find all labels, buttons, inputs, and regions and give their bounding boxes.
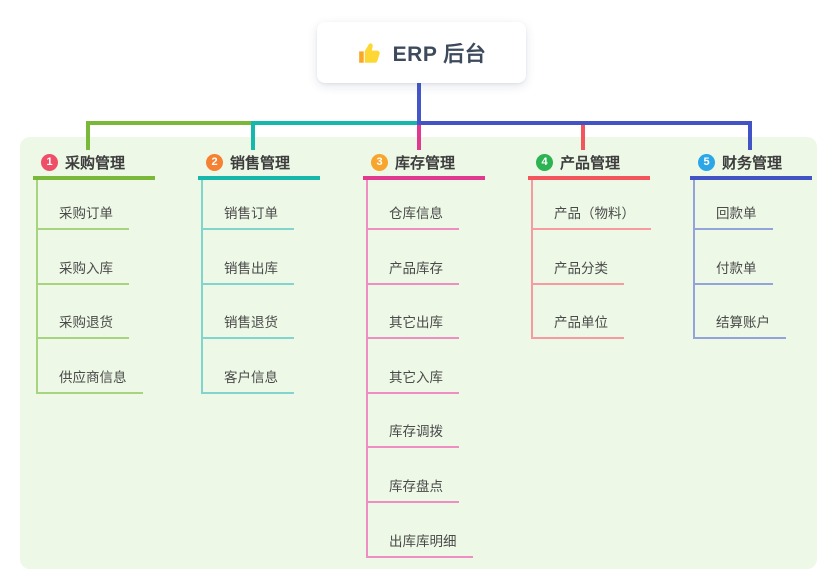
connector-drop xyxy=(581,121,585,150)
connector-drop xyxy=(748,121,752,150)
root-node[interactable]: ERP 后台 xyxy=(317,22,526,83)
child-label: 采购订单 xyxy=(59,206,113,221)
child-label: 产品单位 xyxy=(554,315,608,331)
branch-label: 销售管理 xyxy=(230,155,291,172)
branch-label: 产品管理 xyxy=(560,155,621,172)
child-label: 库存调拨 xyxy=(389,424,443,440)
child-label: 其它出库 xyxy=(389,315,443,331)
child-label: 结算账户 xyxy=(716,315,770,331)
connector-bus-segment xyxy=(417,121,752,125)
branch-node-3[interactable]: 3 库存管理 xyxy=(363,149,485,180)
child-node[interactable]: 库存调拨 xyxy=(366,423,459,449)
branch-trunk-line xyxy=(531,180,533,340)
branch-label: 财务管理 xyxy=(722,155,783,172)
child-label: 其它入库 xyxy=(389,369,443,385)
branch-trunk-line xyxy=(693,180,695,340)
child-node[interactable]: 产品分类 xyxy=(531,260,624,285)
child-node[interactable]: 其它出库 xyxy=(366,314,459,340)
connector-drop xyxy=(251,121,255,150)
child-label: 库存盘点 xyxy=(389,479,443,494)
child-node[interactable]: 供应商信息 xyxy=(36,369,143,394)
child-node[interactable]: 采购入库 xyxy=(36,260,129,285)
child-node[interactable]: 付款单 xyxy=(693,260,773,285)
mindmap-canvas xyxy=(20,137,817,569)
child-node[interactable]: 采购订单 xyxy=(36,205,129,230)
thumbs-up-icon xyxy=(358,42,380,63)
child-node[interactable]: 仓库信息 xyxy=(366,205,459,230)
root-title: ERP 后台 xyxy=(392,42,487,66)
child-node[interactable]: 回款单 xyxy=(693,205,773,230)
branch-trunk-line xyxy=(366,180,368,558)
child-node[interactable]: 客户信息 xyxy=(201,369,294,394)
branch-node-2[interactable]: 2 销售管理 xyxy=(198,149,320,180)
child-node[interactable]: 产品单位 xyxy=(531,314,624,340)
branch-number-badge: 1 xyxy=(41,154,58,171)
child-label: 客户信息 xyxy=(224,369,278,385)
child-node[interactable]: 销售退货 xyxy=(201,314,294,340)
child-node[interactable]: 结算账户 xyxy=(693,314,786,340)
child-node[interactable]: 销售订单 xyxy=(201,205,294,230)
branch-number-badge: 3 xyxy=(371,154,388,171)
child-label: 供应商信息 xyxy=(59,369,127,385)
connector-bus-segment xyxy=(251,121,421,125)
child-label: 产品分类 xyxy=(554,260,608,276)
child-label: 销售出库 xyxy=(224,260,278,276)
child-label: 采购入库 xyxy=(59,260,113,276)
child-node[interactable]: 出库库明细 xyxy=(366,533,473,558)
branch-node-5[interactable]: 5 财务管理 xyxy=(690,149,812,180)
child-label: 仓库信息 xyxy=(389,206,443,221)
child-node[interactable]: 销售出库 xyxy=(201,260,294,285)
branch-node-1[interactable]: 1 采购管理 xyxy=(33,149,155,180)
branch-label: 库存管理 xyxy=(395,155,456,172)
branch-number-badge: 4 xyxy=(536,154,553,171)
branch-trunk-line xyxy=(36,180,38,394)
child-label: 出库库明细 xyxy=(389,533,457,549)
branch-trunk-line xyxy=(201,180,203,394)
branch-number-badge: 5 xyxy=(698,154,715,171)
root-stem xyxy=(417,83,421,125)
branch-node-4[interactable]: 4 产品管理 xyxy=(528,149,650,180)
child-label: 回款单 xyxy=(716,206,757,221)
child-node[interactable]: 产品库存 xyxy=(366,260,459,285)
child-label: 产品（物料） xyxy=(554,206,635,221)
branch-label: 采购管理 xyxy=(65,155,126,172)
child-node[interactable]: 采购退货 xyxy=(36,314,129,340)
child-node[interactable]: 其它入库 xyxy=(366,369,459,394)
connector-drop xyxy=(417,121,421,150)
child-label: 采购退货 xyxy=(59,315,113,331)
child-label: 销售订单 xyxy=(224,206,278,221)
child-node[interactable]: 产品（物料） xyxy=(531,205,651,230)
child-label: 销售退货 xyxy=(224,315,278,331)
child-node[interactable]: 库存盘点 xyxy=(366,478,459,503)
child-label: 付款单 xyxy=(716,260,757,276)
connector-drop xyxy=(86,121,90,150)
child-label: 产品库存 xyxy=(389,260,443,276)
branch-number-badge: 2 xyxy=(206,154,223,171)
